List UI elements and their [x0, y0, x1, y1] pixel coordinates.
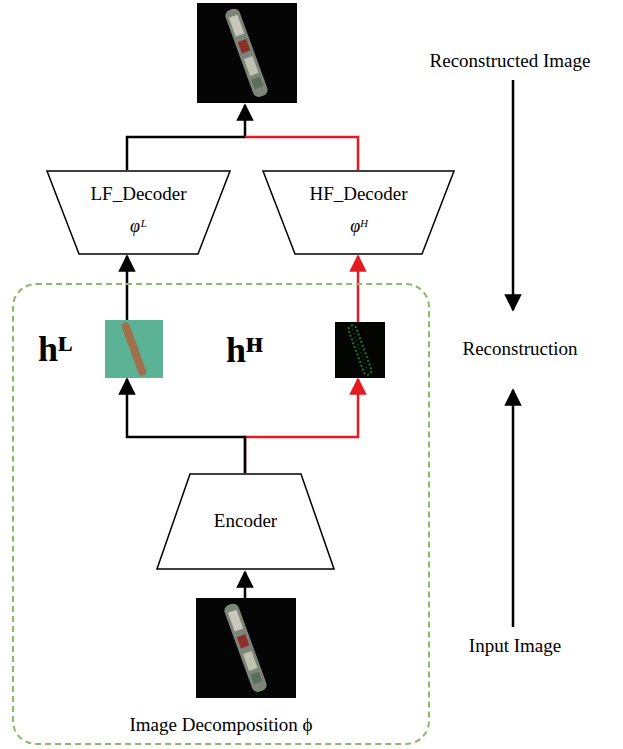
trapezoid-outline [46, 170, 231, 255]
reconstructed-image [197, 3, 297, 103]
feature-symbol: hᴴ [226, 332, 263, 368]
block-name: LF_Decoder [90, 183, 186, 206]
flow-arrow [357, 256, 360, 322]
high-frequency-feature [335, 322, 385, 378]
dashed-region: Image Decomposition ϕ hᴸ hᴴEncoder [12, 283, 430, 745]
side-label: Reconstruction [430, 338, 610, 360]
low-frequency-feature [105, 320, 163, 378]
input-arrow [244, 572, 247, 598]
side-label: Input Image [445, 635, 585, 657]
block-name: HF_Decoder [309, 183, 407, 206]
merge-line [127, 105, 245, 170]
block-symbol: φᴴ [350, 216, 366, 238]
input-image [196, 598, 296, 698]
side-arrow [512, 80, 515, 310]
flow-arrow [126, 256, 129, 320]
feature-map: hᴸ [30, 320, 163, 378]
block-symbol: φᴸ [130, 216, 147, 238]
merge-line [245, 137, 358, 170]
trapezoid-outline [262, 170, 455, 255]
feature-map: hᴴ [222, 322, 385, 378]
decoder-trapezoid: LF_Decoder φᴸ [46, 170, 231, 255]
side-label: Reconstructed Image [400, 50, 620, 72]
flow-arrow [245, 379, 358, 473]
decoder-trapezoid: HF_Decoder φᴴ [262, 170, 455, 255]
feature-symbol: hᴸ [38, 331, 72, 367]
flow-arrow [127, 379, 245, 473]
encoder-trapezoid: Encoder [156, 473, 335, 570]
side-arrow [512, 390, 515, 627]
region-label: Image Decomposition ϕ [14, 714, 428, 737]
block-name: Encoder [214, 510, 277, 533]
